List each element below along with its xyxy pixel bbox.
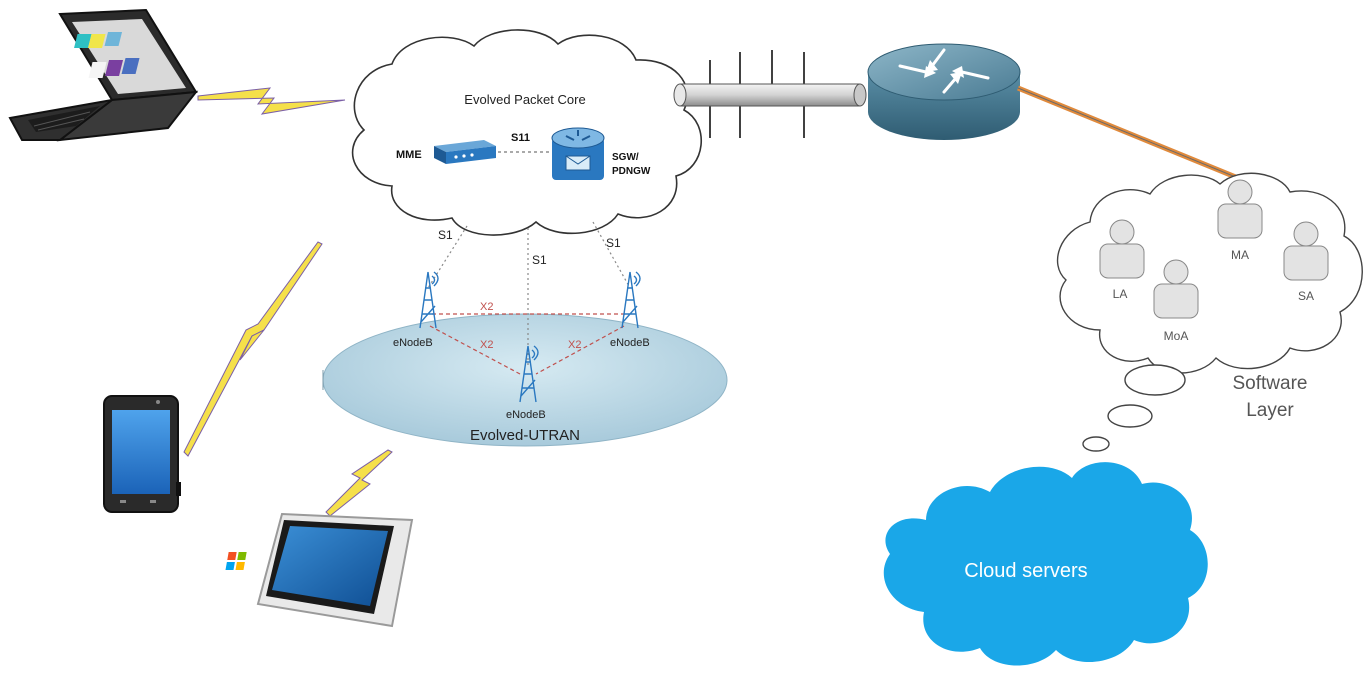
s1-label-left: S1 — [438, 228, 453, 242]
enodeb-tower-bottom-icon — [519, 345, 539, 403]
software-layer-title-1: Software — [1233, 373, 1308, 394]
smartphone-icon — [103, 395, 181, 513]
enodeb-label-left: eNodeB — [393, 337, 433, 349]
router-icon — [867, 43, 1021, 140]
mme-device-icon — [434, 140, 496, 164]
x2-label-top: X2 — [480, 301, 493, 313]
software-layer-title-2: Layer — [1246, 400, 1294, 421]
wireless-link-phone-icon — [183, 241, 323, 457]
sgw-pdngw-icon — [551, 127, 605, 180]
thought-bubbles — [1082, 364, 1186, 452]
software-layer-cloud — [1056, 172, 1363, 374]
s1-links — [427, 221, 631, 366]
laptop-icon — [8, 8, 199, 142]
agent-la-icon — [1099, 219, 1145, 279]
agent-sa-icon — [1283, 221, 1329, 281]
cloud-servers-label: Cloud servers — [964, 560, 1087, 582]
agent-la-label: LA — [1113, 287, 1128, 301]
s1-label-center: S1 — [532, 253, 547, 267]
enodeb-tower-left-icon — [419, 271, 439, 329]
x2-label-left: X2 — [480, 339, 493, 351]
s11-label: S11 — [511, 132, 530, 144]
agent-ma-icon — [1217, 179, 1263, 239]
s1-label-right: S1 — [606, 236, 621, 250]
x2-links — [429, 313, 626, 375]
tablet-icon — [225, 512, 414, 628]
ethernet-bus-icon — [673, 50, 867, 138]
wireless-link-laptop-icon — [197, 87, 346, 115]
wireless-link-tablet-icon — [325, 449, 393, 517]
eutran-title: Evolved-UTRAN — [470, 427, 580, 444]
mme-label: MME — [396, 149, 422, 161]
pdngw-label: PDNGW — [612, 166, 651, 177]
x2-label-right: X2 — [568, 339, 581, 351]
enodeb-label-bottom: eNodeB — [506, 409, 546, 421]
enodeb-tower-right-icon — [621, 271, 641, 329]
sgw-label: SGW/ — [612, 152, 639, 163]
fiber-link-edge — [1017, 87, 1239, 179]
enodeb-label-right: eNodeB — [610, 337, 650, 349]
cloud-servers-icon — [883, 462, 1208, 666]
agent-sa-label: SA — [1298, 289, 1314, 303]
evolved-packet-core-cloud — [351, 29, 703, 236]
agent-moa-icon — [1153, 259, 1199, 319]
agent-ma-label: MA — [1231, 248, 1249, 262]
epc-title: Evolved Packet Core — [464, 92, 585, 107]
agent-moa-label: MoA — [1164, 329, 1189, 343]
